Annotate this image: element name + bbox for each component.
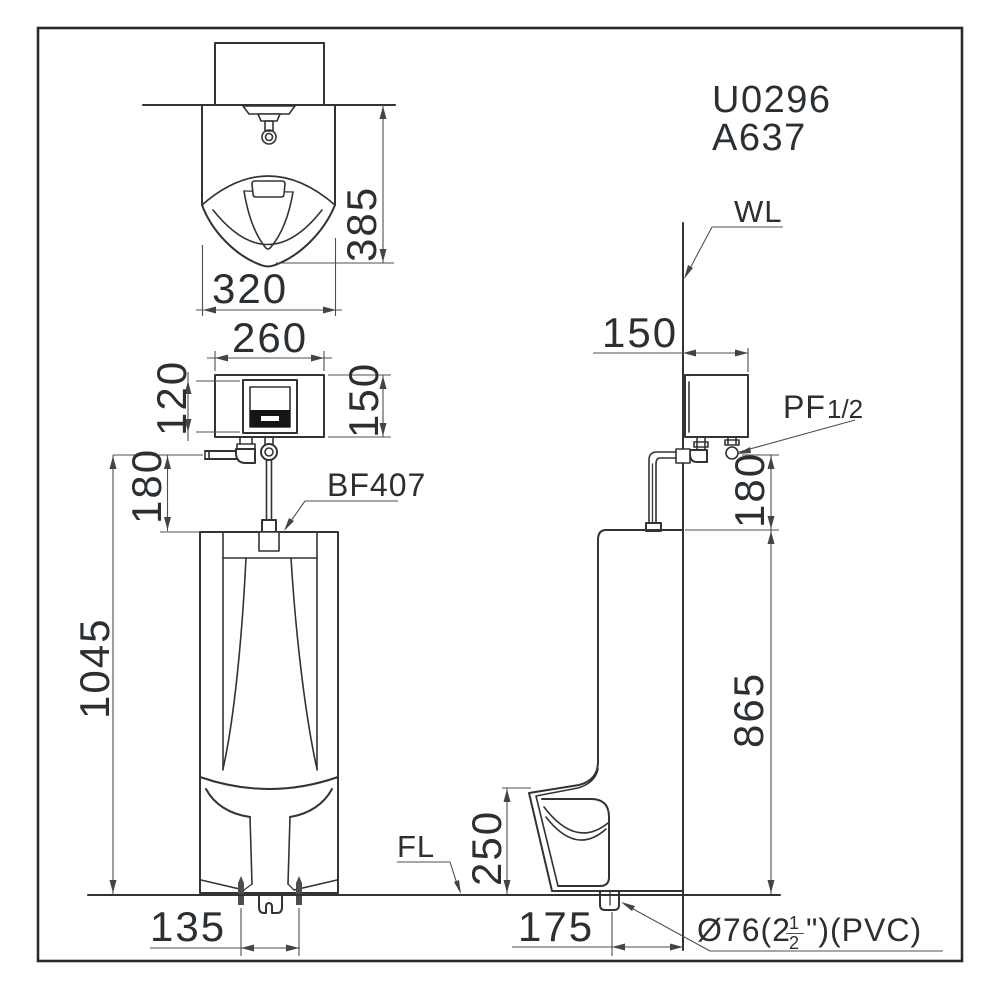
valve-box-top-view [214, 42, 325, 106]
dim-text-1045: 1045 [71, 618, 118, 719]
dim-text-320: 320 [212, 265, 288, 312]
supply-pipe-cap [204, 450, 210, 460]
dim-text-150-front: 150 [340, 362, 387, 438]
inlet-connector-ball [725, 446, 739, 460]
product-code-1: U0296 [712, 79, 831, 121]
inlet-stub-side [727, 436, 737, 446]
dim-text-250: 250 [463, 810, 510, 886]
bowl-opening-top-view [243, 190, 294, 250]
spud-stem [264, 120, 274, 132]
label-drain-suffix: ")(PVC) [806, 912, 922, 948]
label-drain-frac-num: 1 [789, 913, 799, 933]
urinal-outer-bowl-top-view [201, 204, 336, 268]
callout-drain-spec: Ø76(2 1 2 ")(PVC) [621, 902, 943, 953]
dim-text-175: 175 [518, 903, 594, 950]
dim-text-260: 260 [232, 314, 308, 361]
supply-elbow [235, 448, 256, 464]
callout-floor-line: FL [397, 829, 461, 894]
outlet-elbow-side [689, 449, 708, 463]
base-feet [200, 879, 338, 891]
dim-valve-depth: 150 [593, 309, 749, 372]
bowl-curve-front [205, 788, 333, 818]
dim-body-height: 865 [725, 530, 775, 894]
union-stub [264, 436, 274, 445]
dim-spud-drop-front: 180 [113, 448, 203, 533]
bowl-rim-front [199, 776, 339, 790]
dim-top-view-width: 320 [196, 238, 342, 316]
spud-body [257, 113, 281, 122]
drain-trap-front [258, 894, 283, 914]
sensor-frame [242, 379, 298, 434]
side-view: WL 150 PF 1/2 [397, 194, 943, 956]
label-pf-size: 1/2 [827, 394, 863, 424]
dim-valve-height: 150 [328, 362, 391, 438]
outlet-collar-side [693, 441, 709, 448]
valve-box-side [684, 374, 749, 438]
label-wl: WL [734, 194, 783, 229]
supply-pipe [204, 450, 237, 460]
inlet-collar-side [724, 439, 740, 446]
callout-wall-line: WL [684, 194, 783, 279]
urinal-profile-side [528, 529, 684, 892]
product-code-2: A637 [712, 117, 807, 159]
flush-pipe [265, 459, 273, 521]
drain-cover-top-view [251, 180, 286, 198]
dim-text-120: 120 [148, 360, 195, 436]
wall-bracket [675, 448, 691, 464]
valve-outlet-stub [239, 436, 253, 445]
valve-box-front [214, 374, 325, 438]
sheet-border [36, 26, 964, 963]
label-bf407: BF407 [327, 467, 426, 503]
base-joins [243, 883, 295, 891]
bowl-water-curves [543, 806, 609, 841]
dim-text-180-side: 180 [726, 452, 773, 528]
dim-mounting-height: 1045 [71, 455, 118, 894]
outlet-stub-side [696, 436, 706, 451]
top-view: 385 320 [142, 42, 396, 316]
dim-bolt-spacing: 135 [150, 903, 300, 956]
rim-inner-side [535, 768, 599, 887]
funnel-curves [222, 557, 318, 770]
body-inner-edges [222, 531, 318, 771]
dim-drain-to-wall: 175 [512, 903, 683, 956]
union-nut-outer [260, 443, 278, 461]
label-fl: FL [397, 829, 435, 864]
label-drain-prefix: Ø76(2 [697, 912, 791, 948]
label-pf: PF [783, 389, 826, 425]
label-drain-frac-den: 2 [789, 933, 799, 953]
anchor-bolt-left [238, 876, 244, 905]
dim-text-385: 385 [338, 186, 385, 262]
inlet-spud-front [258, 531, 280, 552]
dim-text-865: 865 [725, 672, 772, 748]
bowl-inner-side [541, 798, 610, 887]
anchor-bolt-right [296, 876, 302, 905]
callout-inlet-thread: PF 1/2 [737, 389, 863, 454]
sensor-eye-slot [261, 416, 279, 421]
dim-text-135: 135 [150, 903, 226, 950]
rim-back-arc [201, 175, 336, 206]
front-view: 260 120 150 180 1045 [71, 314, 426, 956]
dim-valve-width: 260 [207, 314, 332, 371]
dim-spud-drop-side: 180 [685, 452, 779, 531]
spud-inlet-outer [261, 129, 277, 145]
dim-rim-height: 250 [463, 787, 531, 894]
spud-escutcheon [242, 105, 296, 115]
drain-outlet-side [599, 890, 620, 911]
callout-flush-valve: BF407 [284, 467, 426, 531]
flush-hose [648, 451, 677, 524]
rim-inner-curve [212, 209, 323, 246]
title-block: U0296 A637 [712, 79, 831, 159]
dim-sensor-height: 120 [148, 360, 240, 441]
union-nut-inner [264, 447, 274, 457]
urinal-sides-top-view [201, 104, 336, 206]
dim-text-150-side: 150 [602, 309, 678, 356]
flush-pipe-flange [261, 519, 277, 533]
dim-text-180-front: 180 [123, 448, 170, 524]
trap-channel [249, 816, 291, 885]
spud-inlet-inner [264, 132, 274, 142]
